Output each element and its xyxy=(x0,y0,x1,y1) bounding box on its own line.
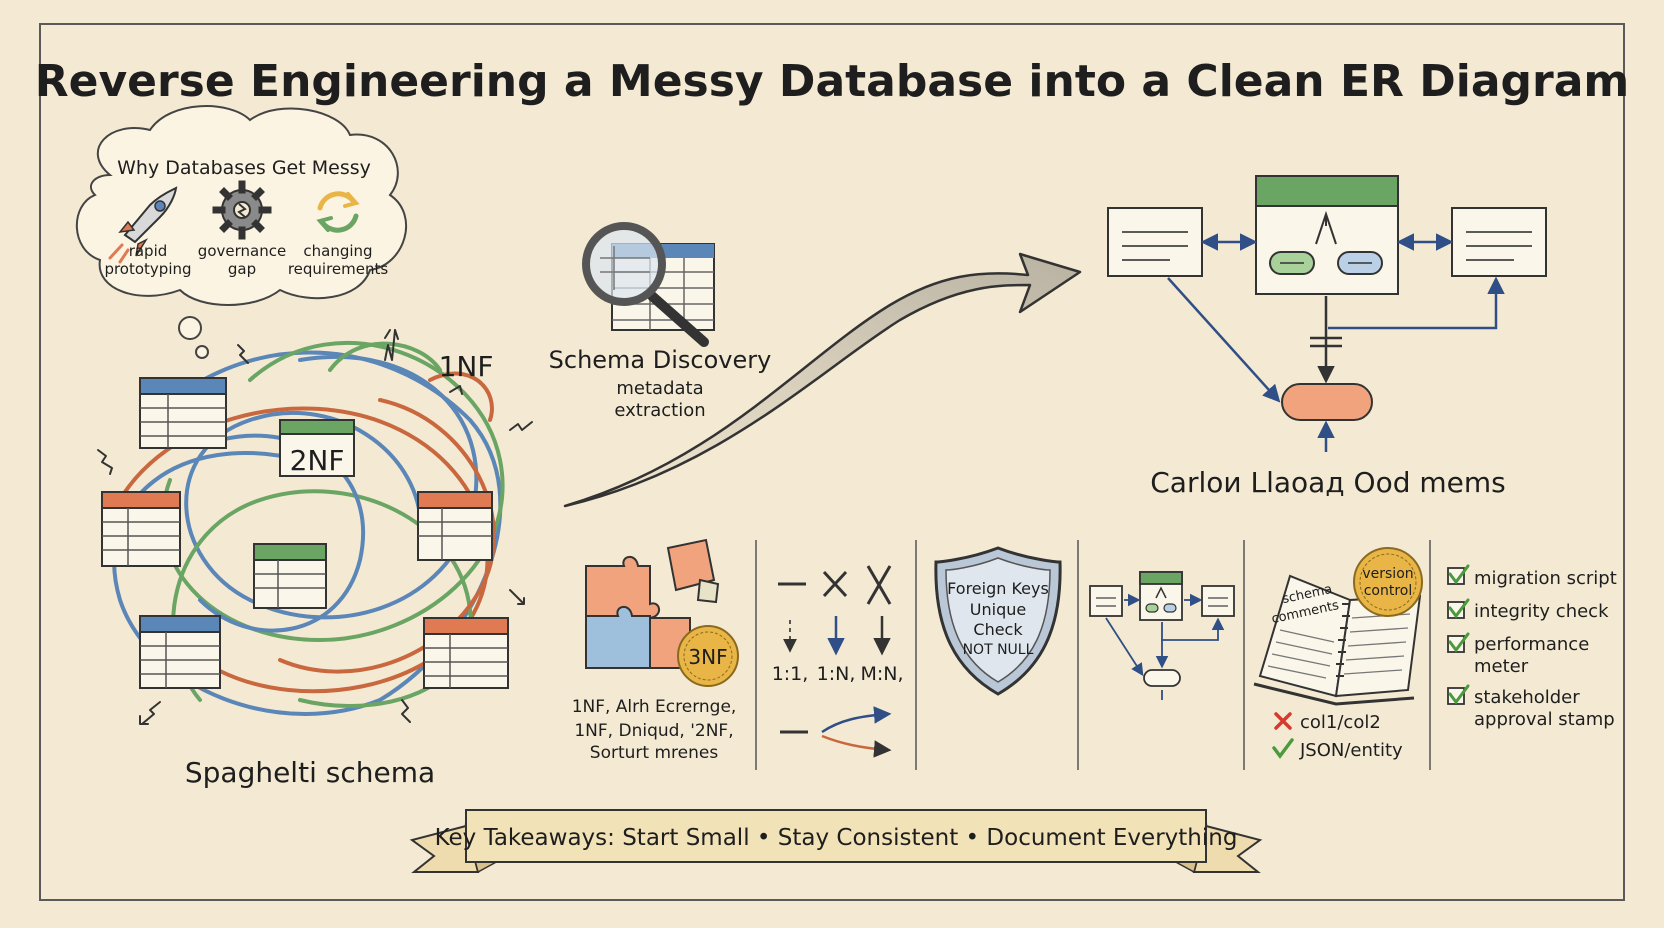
transformation-arrow xyxy=(563,252,1082,508)
thought-bubble xyxy=(195,345,209,359)
checklist-item: stakeholder approval stamp xyxy=(1447,684,1615,730)
why-messy-heading: Why Databases Get Messy xyxy=(117,157,371,179)
relationship-label: 1:N, xyxy=(817,663,856,685)
entity-box-right xyxy=(1451,207,1547,277)
refresh-icon xyxy=(316,191,360,233)
banner-text: Key Takeaways: Start Small • Stay Consis… xyxy=(435,825,1238,851)
relationship-label: M:N, xyxy=(860,663,903,685)
spaghetti-label: Spaghelti schema xyxy=(185,756,435,789)
relationship-label: 1:1, xyxy=(772,663,809,685)
version-control-seal: version control xyxy=(1353,547,1423,617)
constraint-label: Check xyxy=(973,620,1023,639)
seal-label: version xyxy=(1362,566,1413,582)
check-icon xyxy=(1448,598,1470,619)
documentation-panel: schema comments version control col1/col… xyxy=(1253,547,1423,761)
checklist-label: meter xyxy=(1474,656,1529,677)
check-icon xyxy=(1448,564,1470,585)
messy-table xyxy=(253,543,327,609)
cause-label: requirements xyxy=(288,260,389,278)
cross-icon xyxy=(1274,712,1292,730)
cause-label: governance xyxy=(198,242,286,260)
checklist-label: integrity check xyxy=(1474,601,1609,622)
discovery-title: Schema Discovery xyxy=(549,346,772,374)
page-title: Reverse Engineering a Messy Database int… xyxy=(35,56,1630,107)
entity-box-left xyxy=(1107,207,1203,277)
cause-label: rapid xyxy=(129,242,168,260)
messy-table xyxy=(101,491,181,567)
constraint-label: Unique xyxy=(970,600,1026,619)
good-example: JSON/entity xyxy=(1299,740,1403,761)
spaghetti-schema: 2NF 1NF Spaghelti schema xyxy=(97,329,533,789)
check-icon xyxy=(1448,684,1470,705)
checklist-label: migration script xyxy=(1474,568,1617,589)
messy-table xyxy=(417,491,493,561)
constraint-label: NOT NULL xyxy=(963,642,1034,658)
panel-dividers xyxy=(755,540,1431,770)
normalization-line: 1NF, Dniqud, '2NF, xyxy=(574,721,733,741)
cause-label: gap xyxy=(228,260,256,278)
constraint-label: Foreign Keys xyxy=(947,579,1049,598)
er-caption: Carloи Llaoaд Ood mems xyxy=(1150,466,1506,499)
er-connectors xyxy=(1167,233,1505,452)
thought-bubble xyxy=(178,316,202,340)
normalization-panel: 3NF 1NF, Alrh Ecrernge, 1NF, Dniqud, '2N… xyxy=(572,538,739,763)
rocket-icon xyxy=(108,186,178,264)
magnifier-icon xyxy=(582,222,709,347)
messy-table xyxy=(139,615,221,689)
checklist-panel: migration script integrity check perform… xyxy=(1447,564,1617,730)
checklist-item: migration script xyxy=(1447,564,1617,589)
why-messy-cloud: Why Databases Get Messy rapid prototypin… xyxy=(75,105,407,359)
entity-box-center xyxy=(1255,175,1399,295)
relationships-panel: 1:1, 1:N, M:N, xyxy=(772,565,904,758)
3nf-badge-label: 3NF xyxy=(688,645,727,669)
messy-table xyxy=(423,617,509,689)
tag-2nf: 2NF xyxy=(279,419,355,477)
normalization-line: Sorturt mrenes xyxy=(590,743,719,763)
cause-label: changing xyxy=(303,242,372,260)
bad-example: col1/col2 xyxy=(1300,712,1381,733)
discovery-line: metadata xyxy=(616,378,703,399)
tag-1nf: 1NF xyxy=(439,350,494,383)
chaos-marks xyxy=(97,329,533,725)
seal-label: control xyxy=(1364,583,1413,599)
mini-er-panel xyxy=(1089,571,1235,700)
puzzle-icon xyxy=(585,538,720,669)
page-frame xyxy=(39,23,1625,901)
messy-table xyxy=(139,377,227,449)
checklist-item: integrity check xyxy=(1447,598,1609,622)
discovery-line: extraction xyxy=(614,400,705,421)
normalization-line: 1NF, Alrh Ecrernge, xyxy=(572,697,737,717)
cause-label: prototyping xyxy=(104,260,191,278)
relationship-node xyxy=(1281,383,1373,421)
book-icon: schema comments xyxy=(1253,574,1422,706)
checklist-label: approval stamp xyxy=(1474,709,1615,730)
checklist-label: performance xyxy=(1474,634,1589,655)
cardinality-marks xyxy=(1310,296,1342,384)
3nf-seal: 3NF xyxy=(677,625,739,687)
check-icon xyxy=(1272,738,1294,759)
gear-icon xyxy=(212,180,272,240)
clean-er-diagram: Carloи Llaoaд Ood mems xyxy=(1107,175,1547,499)
constraints-panel: Foreign Keys Unique Check NOT NULL xyxy=(934,546,1062,696)
checklist-item: performance meter xyxy=(1447,632,1589,677)
check-icon xyxy=(1448,632,1470,653)
checklist-label: stakeholder xyxy=(1474,687,1580,708)
tag-2nf-label: 2NF xyxy=(290,444,345,477)
schema-discovery: Schema Discovery metadata extraction xyxy=(549,222,772,421)
takeaways-banner: Key Takeaways: Start Small • Stay Consis… xyxy=(409,809,1263,874)
